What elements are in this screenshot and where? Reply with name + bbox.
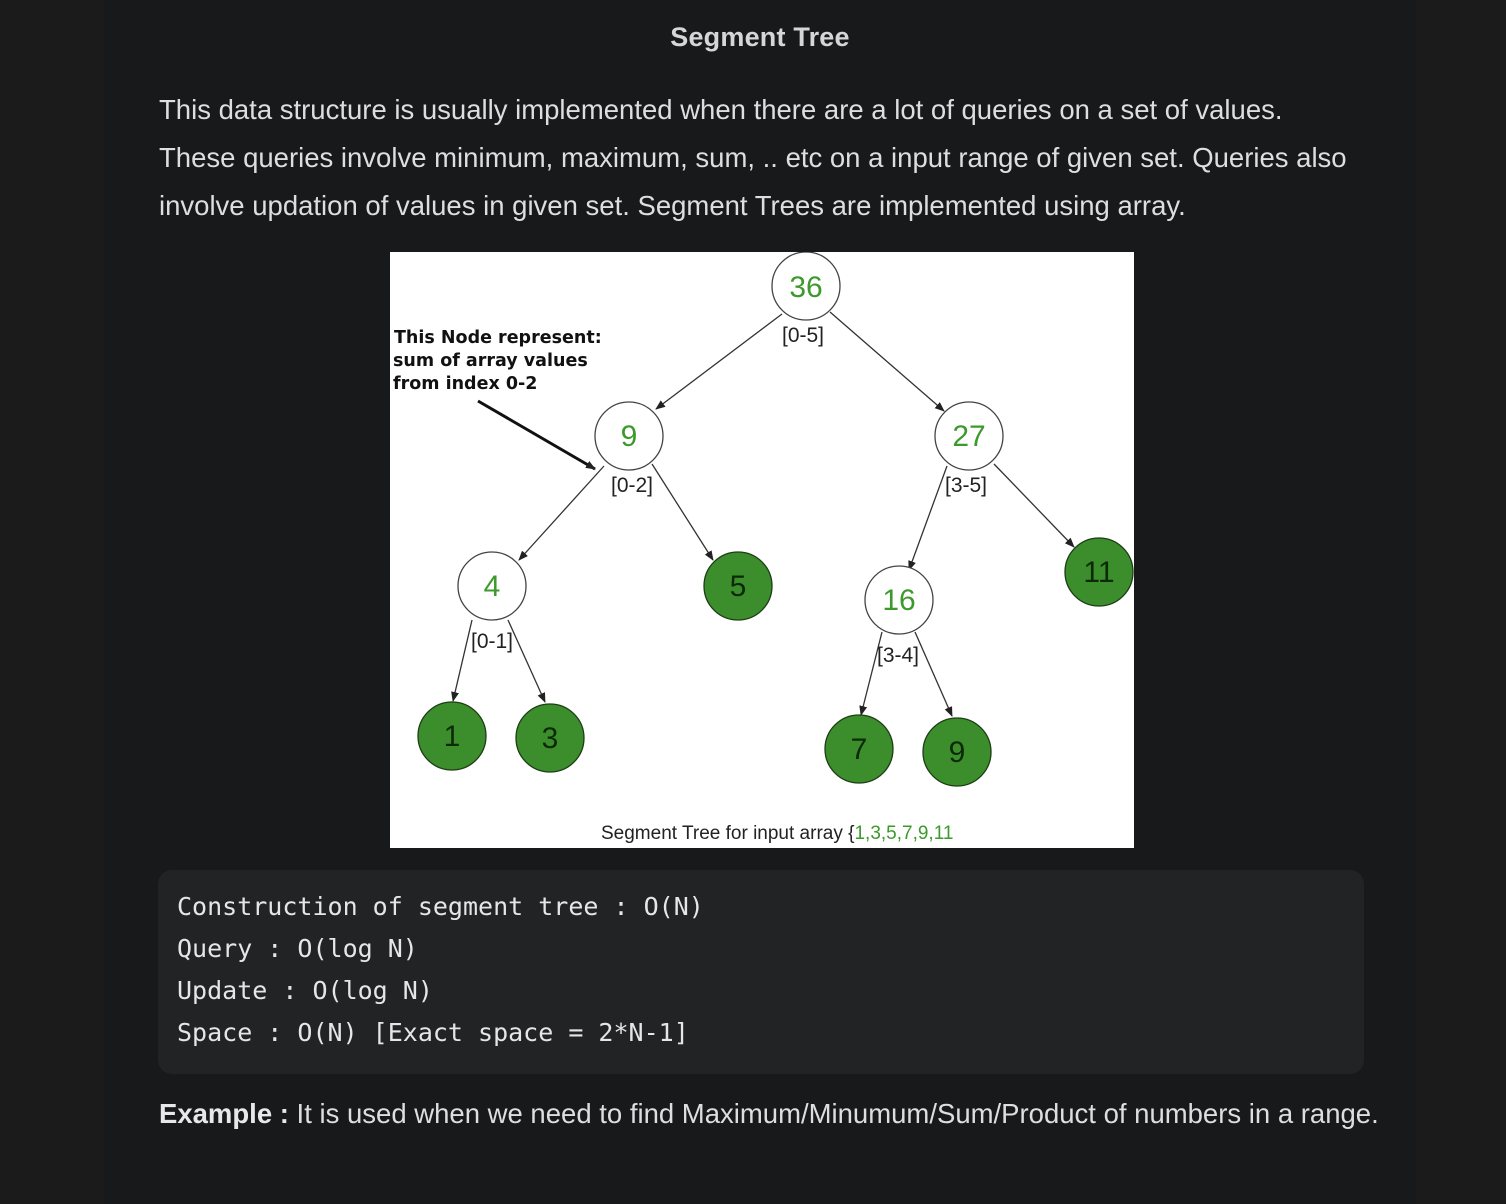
edge-9-5	[651, 463, 714, 561]
node-value: 5	[730, 570, 747, 603]
annotation-arrow	[477, 399, 596, 471]
segment-tree-figure: This Node represent: sum of array values…	[390, 252, 1134, 848]
figure-caption: Segment Tree for input array {1,3,5,7,9,…	[601, 823, 953, 844]
node-4-range: [0-1]	[471, 630, 513, 653]
node-value: 3	[542, 722, 559, 755]
leaf-node-3: 3	[515, 703, 585, 773]
leaf-node-5: 5	[703, 551, 773, 621]
code-line-construction: Construction of segment tree : O(N)	[177, 892, 704, 921]
intro-paragraph: This data structure is usually implement…	[159, 94, 1347, 221]
annotation: This Node represent: sum of array values…	[393, 328, 602, 394]
edge-36-27	[829, 311, 945, 412]
node-36-range: [0-5]	[782, 324, 824, 347]
leaf-node-7: 7	[824, 714, 894, 784]
edge-27-11	[993, 463, 1075, 548]
node-value: 9	[949, 736, 966, 769]
caption-prefix: Segment Tree for input array {	[601, 823, 855, 844]
example-label: Example :	[159, 1098, 289, 1129]
code-line-update: Update : O(log N)	[177, 976, 433, 1005]
edge-4-1	[451, 619, 473, 702]
annotation-line-1: This Node represent:	[394, 328, 602, 348]
node-value: 16	[882, 584, 915, 617]
node-value: 1	[444, 720, 461, 753]
edge-27-16	[908, 465, 948, 571]
node-value: 27	[952, 420, 985, 453]
node-value: 11	[1083, 556, 1114, 589]
node-value: 9	[621, 420, 638, 453]
code-line-query: Query : O(log N)	[177, 934, 418, 963]
edge-9-4	[518, 465, 605, 561]
node-9-range: [0-2]	[611, 474, 653, 497]
node-16-range: [3-4]	[877, 644, 919, 667]
node-value: 7	[851, 733, 868, 766]
node-36: 36	[771, 252, 841, 321]
page-content: Segment Tree This data structure is usua…	[104, 0, 1416, 1204]
segment-tree-diagram: This Node represent: sum of array values…	[393, 252, 1134, 844]
tree-edges	[451, 311, 1075, 717]
edge-16-7	[859, 631, 883, 716]
edge-4-3	[507, 619, 546, 703]
example-paragraph: Example : It is used when we need to fin…	[159, 1090, 1379, 1138]
node-value: 4	[484, 570, 501, 603]
caption-values: 1,3,5,7,9,11	[854, 823, 953, 844]
leaf-node-9: 9	[922, 717, 992, 787]
leaf-node-11: 11	[1064, 537, 1134, 607]
annotation-line-2: sum of array values	[393, 351, 588, 371]
node-27-range: [3-5]	[945, 474, 987, 497]
edge-36-9	[655, 313, 783, 410]
node-9: 9	[594, 401, 664, 471]
annotation-line-3: from index 0-2	[393, 374, 537, 394]
node-27: 27	[934, 401, 1004, 471]
example-text: It is used when we need to find Maximum/…	[288, 1098, 1379, 1129]
node-4: 4	[457, 551, 527, 621]
complexity-code-block: Construction of segment tree : O(N) Quer…	[158, 870, 1364, 1074]
node-value: 36	[789, 271, 822, 304]
page-title: Segment Tree	[670, 22, 850, 52]
code-line-space: Space : O(N) [Exact space = 2*N-1]	[177, 1018, 689, 1047]
edge-16-9	[914, 631, 953, 717]
node-16: 16	[864, 565, 934, 635]
leaf-node-1: 1	[417, 701, 487, 771]
